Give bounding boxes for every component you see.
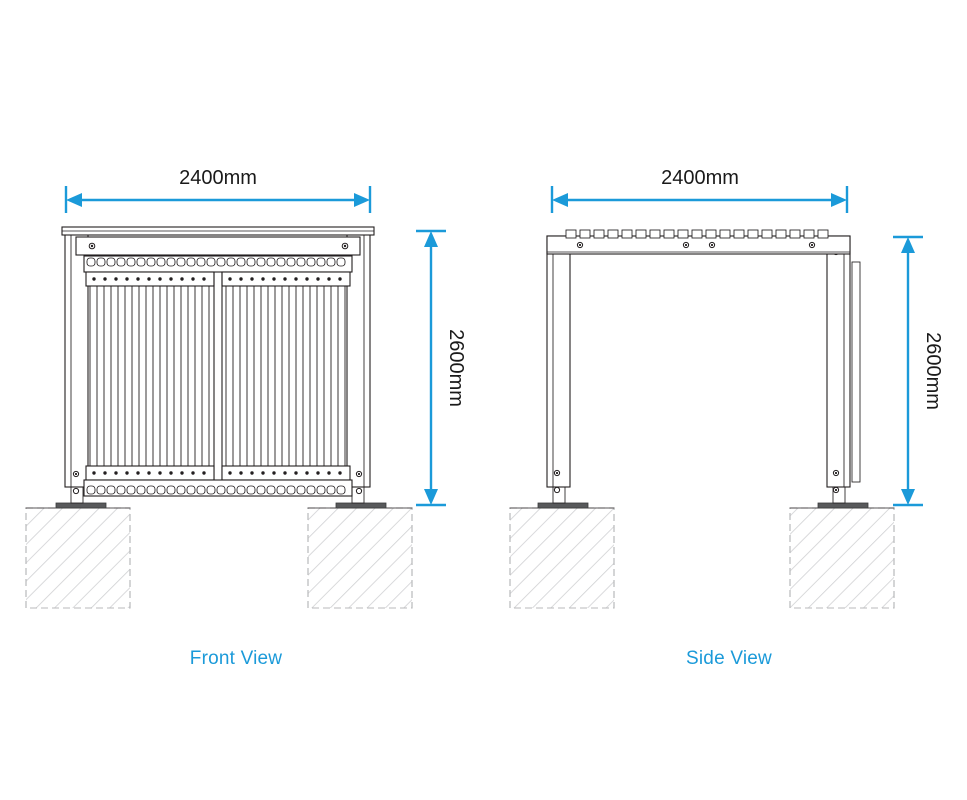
front-foundation-right (307, 507, 413, 609)
front-height-dimension: 2600mm (416, 229, 467, 507)
side-footplate-left (537, 502, 589, 509)
front-slats-right-panel (225, 286, 346, 466)
side-view-label: Side View (686, 648, 772, 669)
side-rear-blade (851, 261, 861, 483)
front-footplate-left (55, 502, 107, 509)
front-view-group (25, 226, 413, 609)
front-height-dimension-label: 2600mm (445, 329, 467, 407)
side-foundation-left (509, 507, 615, 609)
side-beam-tabs (565, 229, 829, 239)
tab-row-bottom (86, 485, 346, 495)
front-post-left (64, 231, 89, 495)
side-footplate-right (817, 502, 869, 509)
front-upper-rail-left-panel (85, 271, 215, 287)
side-foundation-right (789, 507, 895, 609)
front-slats-left-panel (89, 286, 210, 466)
side-height-dimension-label: 2600mm (922, 332, 944, 410)
side-post-left (546, 235, 571, 494)
side-top-beam (546, 235, 851, 255)
side-width-dimension: 2400mm (550, 167, 849, 213)
side-post-right (826, 235, 851, 494)
front-foundation-left (25, 507, 131, 609)
side-view-group (509, 229, 895, 609)
front-lower-rail-right-panel (221, 465, 351, 481)
front-header-beam (75, 236, 361, 256)
front-footplate-right (335, 502, 387, 509)
side-width-dimension-label: 2400mm (661, 167, 739, 189)
side-height-dimension: 2600mm (893, 235, 944, 507)
front-lower-rail-left-panel (85, 465, 215, 481)
tab-row-top (86, 257, 346, 267)
front-width-dimension: 2400mm (64, 167, 372, 213)
front-view-label: Front View (190, 648, 283, 669)
front-louver-tabs-bottom (83, 479, 353, 497)
front-width-dimension-label: 2400mm (179, 167, 257, 189)
front-upper-rail-right-panel (221, 271, 351, 287)
front-louver-tabs-top (83, 255, 353, 273)
